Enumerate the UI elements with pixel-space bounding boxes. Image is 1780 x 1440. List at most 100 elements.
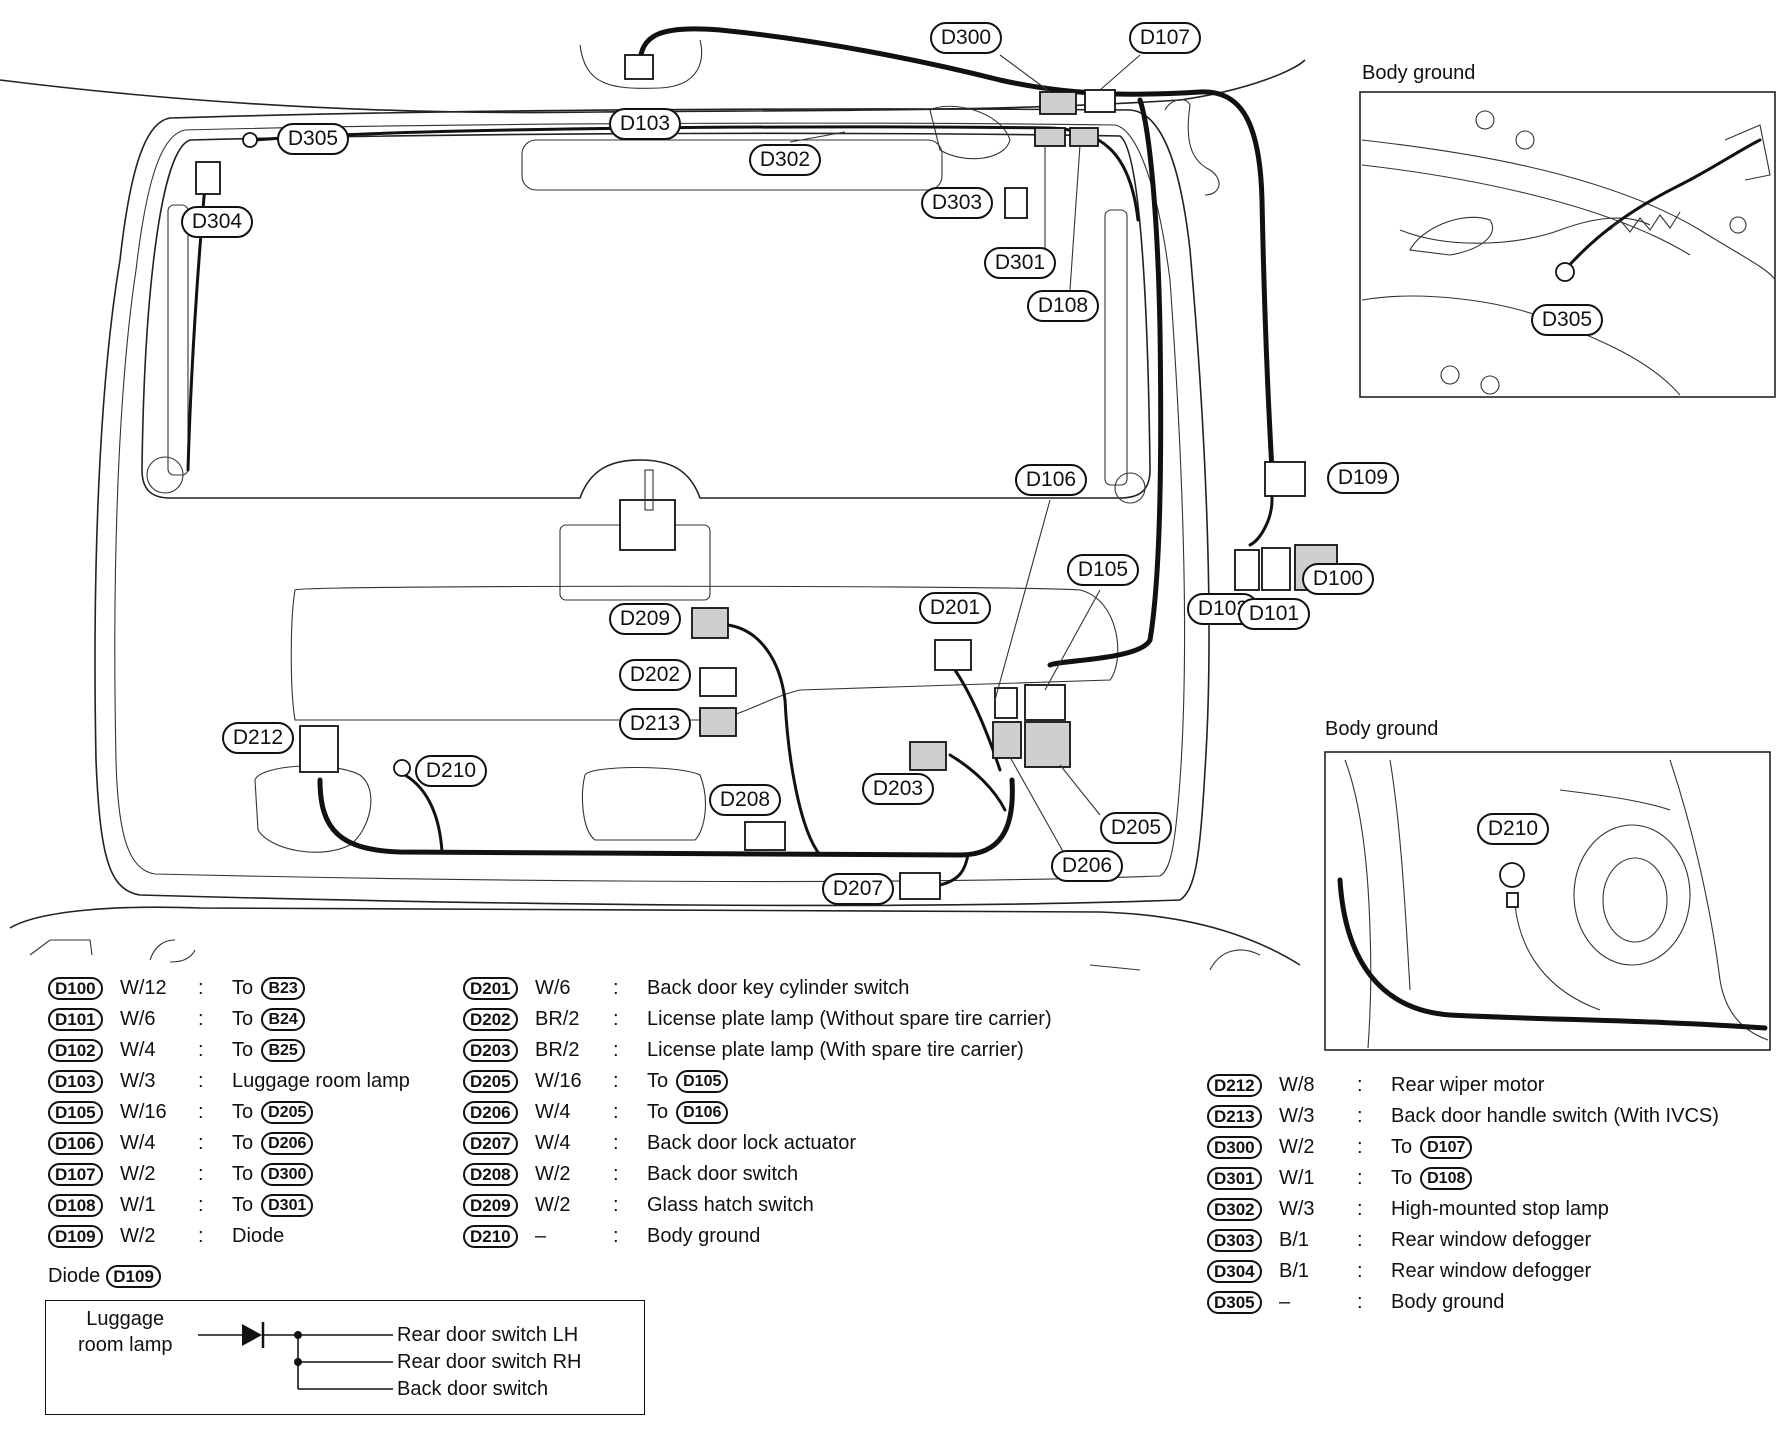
diode-title-text: Diode [48,1265,101,1287]
diode-title: Diode D109 [48,1265,161,1288]
legend-description: Rear window defogger [1391,1260,1592,1282]
inset1-panel-line-b [1361,164,1691,256]
callout-inset1-d305: D305 [1531,304,1603,336]
harness-d109-drop [1248,468,1274,547]
inset2-pillar-line-c [1669,759,1769,1041]
callout-d209: D209 [609,603,681,635]
legend-code-pill: D203 [463,1039,518,1062]
leader-d205 [1059,764,1101,816]
legend-code-pill: D301 [1207,1167,1262,1190]
roof-outline [0,59,1306,114]
legend-ref-pill: D206 [261,1132,314,1155]
legend-row-d305: D305–:Body ground [1207,1287,1719,1318]
legend-ref-pill: D106 [676,1101,729,1124]
inset2-pillar-line-a [1344,759,1372,1049]
inset1-bolt-4 [1440,365,1460,385]
legend-wire-spec: W/1 [1279,1167,1315,1189]
legend-code-pill: D109 [48,1225,103,1248]
legend-separator: : [198,1194,204,1216]
legend-ref-pill: B24 [261,1008,306,1031]
callout-d203: D203 [862,773,934,805]
d102-connector [1234,549,1260,591]
callout-d202: D202 [619,659,691,691]
harness-d203-branch [948,753,1007,812]
inset-bottom-title: Body ground [1325,718,1439,740]
legend-description: Rear window defogger [1391,1229,1592,1251]
diode-output-lh: Rear door switch LH [397,1324,579,1346]
legend-code-pill: D303 [1207,1229,1262,1252]
legend-separator: : [613,1163,619,1185]
legend-wire-spec: W/6 [535,977,571,999]
latch-block [619,499,676,551]
legend-to-label: To [232,1008,254,1030]
bumper-detail-mid [149,939,196,963]
legend-ref-pill: B25 [261,1039,306,1062]
callout-d206: D206 [1051,850,1123,882]
legend-separator: : [198,1039,204,1061]
callout-d302: D302 [749,144,821,176]
legend-ref-pill: D300 [261,1163,314,1186]
diode-input-line2: room lamp [78,1334,173,1356]
legend-wire-spec: W/3 [120,1070,156,1092]
legend-to-label: To [232,977,254,999]
legend-wire-spec: W/2 [535,1163,571,1185]
legend-wire-spec: W/3 [1279,1198,1315,1220]
inset1-bolt-3 [1729,216,1747,234]
harness-d210-branch [403,773,444,854]
legend-separator: : [198,1008,204,1030]
d304-connector [195,161,221,195]
callout-d305: D305 [277,123,349,155]
harness-d209-branch [726,623,822,857]
diode-output-rh: Rear door switch RH [397,1351,582,1373]
legend-description: Glass hatch switch [647,1194,814,1216]
legend-separator: : [198,977,204,999]
callout-d106: D106 [1015,464,1087,496]
d300-connector [1039,91,1077,115]
diode-output-back: Back door switch [397,1378,549,1400]
d206-connector [992,721,1022,759]
legend-code-pill: D202 [463,1008,518,1031]
legend-separator: : [1357,1229,1363,1251]
legend-wire-spec: – [535,1225,547,1247]
legend-description: Diode [232,1225,285,1247]
callout-d303: D303 [921,187,993,219]
d303-connector [1004,187,1028,219]
leader-d107 [1099,54,1141,91]
inset1-bracket [1724,124,1771,181]
rear-glass-outline [141,132,1151,499]
d209-connector [691,607,729,639]
roof-inner-line [579,39,703,89]
inset1-bolt-5 [1480,375,1500,395]
legend-code-pill: D304 [1207,1260,1262,1283]
legend-description: High-mounted stop lamp [1391,1198,1609,1220]
legend-ref-pill: D205 [261,1101,314,1124]
lower-panel-shape [254,765,372,853]
legend-code-pill: D105 [48,1101,103,1124]
inset2-ground-wire [1514,904,1601,1011]
d207-connector [899,872,941,900]
callout-d205: D205 [1100,812,1172,844]
legend-ref-pill: D107 [1420,1136,1473,1159]
inset1-panel-line-d [1361,295,1681,396]
legend-code-pill: D206 [463,1101,518,1124]
legend-separator: : [613,1132,619,1154]
legend-description: License plate lamp (With spare tire carr… [647,1039,1024,1061]
top-lamp-connector [624,54,654,80]
legend-separator: : [198,1163,204,1185]
legend-separator: : [198,1070,204,1092]
legend-description: Body ground [647,1225,761,1247]
leader-d108 [1069,144,1081,291]
inset1-wire-coil [1609,211,1681,233]
callout-d208: D208 [709,784,781,816]
leader-d206 [1009,756,1066,856]
legend-wire-spec: W/4 [120,1132,156,1154]
